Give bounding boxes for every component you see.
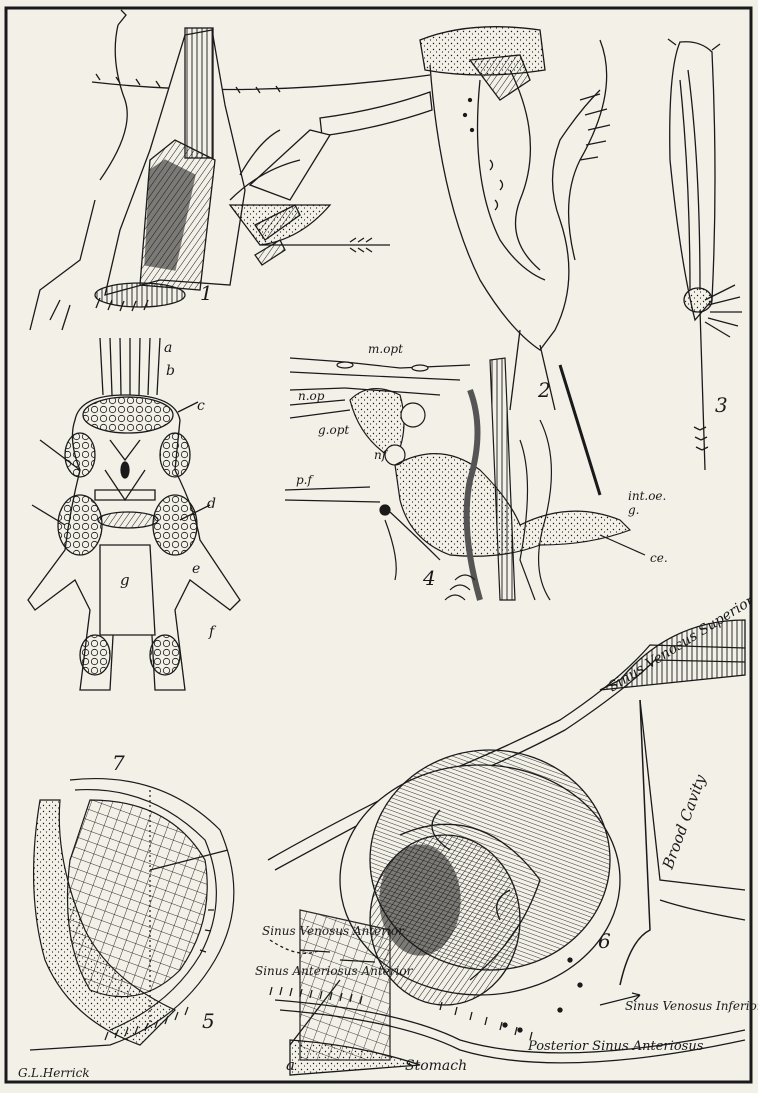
figure-7-label-e: e [192,561,200,577]
figure-4-number: 4 [422,566,436,590]
figure-6-label-sinus-anteriosus-anterior: Sinus Anteriosus Anterior [255,964,414,978]
figure-7-number: 7 [112,751,125,775]
figure-1-drawing [30,10,432,330]
figure-6-label-sinus-venosus-anterior: Sinus Venosus Anterior [262,924,405,938]
figure-6-label-posterior-sinus-anteriosus: Posterior Sinus Anteriosus [527,1039,704,1054]
figure-2-number: 2 [537,378,551,402]
figure-5-number: 5 [202,1009,215,1033]
figure-4-label-n-op: n.op [298,389,325,403]
figure-7-label-g: g [120,571,130,589]
figure-7-label-a: a [164,340,172,356]
figure-7-label-b: b [166,363,175,379]
figure-6-number: 6 [598,929,611,953]
figure-4-label-m-opt: m.opt [368,342,403,356]
artist-signature: G.L.Herrick [18,1066,90,1080]
figure-2-drawing [420,27,610,410]
figure-3-number: 3 [715,393,728,417]
figure-4-label-g-opt: g.opt [318,423,349,437]
figure-4-drawing [285,358,645,600]
figure-6-label-a: a [286,1056,295,1074]
figure-7-label-d: d [207,496,216,512]
figure-4-label-g: g. [628,503,640,517]
figure-7-label-c: c [197,398,205,414]
figure-3-drawing [668,39,742,470]
figure-6-label-brood-cavity: Brood Cavity [659,772,710,872]
figure-4-label-int-oe: int.oe. [628,489,666,503]
figure-6-label-stomach: Stomach [405,1058,467,1074]
figure-4-label-ce: ce. [650,551,668,565]
figure-6-label-sinus-venosus-inferior: Sinus Venosus Inferior [625,999,758,1013]
figure-4-label-p-f: p.f [296,473,314,487]
figure-7-label-f: f [208,624,217,640]
figure-1-number: 1 [200,281,213,305]
